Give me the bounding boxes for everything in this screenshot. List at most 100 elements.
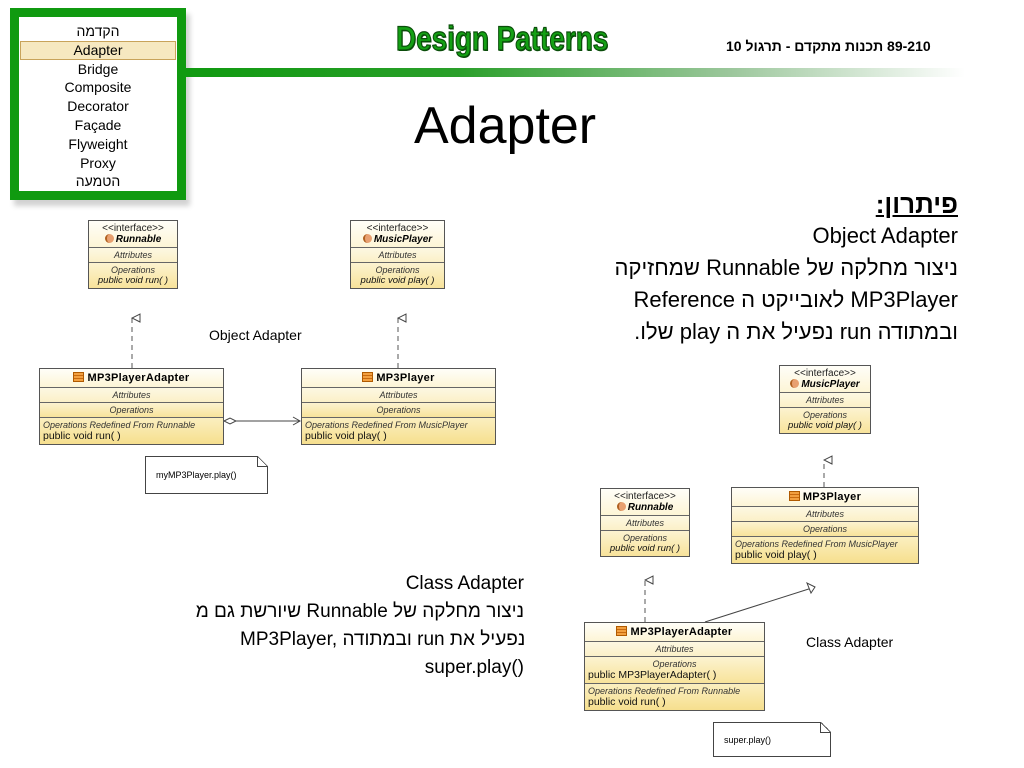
course-label: 89-210 תכנות מתקדם - תרגול 10 bbox=[726, 38, 931, 54]
operations-section: Operations bbox=[302, 402, 495, 417]
nav-item-proxy[interactable]: Proxy bbox=[80, 154, 116, 171]
stereotype-label: <<interface>> bbox=[614, 491, 676, 502]
operations-label: Operations bbox=[802, 410, 848, 420]
operations-label: Operations bbox=[110, 265, 156, 275]
uml-note-class: super.play() bbox=[713, 722, 831, 757]
attributes-section: Attributes bbox=[40, 387, 223, 402]
uml-class-mp3playeradapter: MP3PlayerAdapter Attributes Operations O… bbox=[39, 368, 224, 445]
redefined-section: Operations Redefined From Runnable publi… bbox=[585, 683, 764, 710]
operation: public void play( ) bbox=[360, 275, 435, 286]
slide-title: Adapter bbox=[414, 97, 597, 155]
constructor: public MP3PlayerAdapter( ) bbox=[588, 669, 717, 681]
stereotype-label: <<interface>> bbox=[102, 223, 164, 234]
operations-section: Operations public MP3PlayerAdapter( ) bbox=[585, 656, 764, 683]
operations-section: Operations public void run( ) bbox=[89, 262, 177, 288]
operation: public void play( ) bbox=[305, 430, 387, 442]
redefined-label: Operations Redefined From Runnable bbox=[43, 420, 196, 430]
class-adapter-line: MP3Player, ובמתודה run נפעיל את bbox=[240, 629, 526, 650]
class-icon bbox=[362, 372, 374, 382]
nav-item-composite[interactable]: Composite bbox=[64, 79, 132, 96]
solution-line: Reference לאובייקט ה MP3Player bbox=[633, 287, 958, 312]
uml-note-object: myMP3Player.play() bbox=[145, 456, 268, 494]
nav-item-intro[interactable]: הקדמה bbox=[76, 23, 120, 39]
class-icon bbox=[788, 491, 800, 501]
class-name: MP3PlayerAdapter bbox=[630, 626, 733, 638]
interface-name: MusicPlayer bbox=[373, 234, 433, 245]
nav-item-implementation[interactable]: הטמעה bbox=[75, 173, 121, 190]
class-name: MP3PlayerAdapter bbox=[87, 372, 190, 384]
uml-interface-runnable: <<interface>> Runnable Attributes Operat… bbox=[88, 220, 178, 289]
interface-icon bbox=[790, 379, 800, 388]
class-adapter-line: super.play() bbox=[424, 657, 524, 678]
redefined-section: Operations Redefined From Runnable publi… bbox=[40, 417, 223, 444]
note-text: myMP3Player.play() bbox=[156, 470, 237, 480]
operations-section: Operations public void play( ) bbox=[780, 407, 870, 433]
uml-interface-musicplayer-2: <<interface>> MusicPlayer Attributes Ope… bbox=[779, 365, 871, 434]
nav-item-adapter[interactable]: Adapter bbox=[20, 40, 176, 60]
operation: public void play( ) bbox=[735, 549, 817, 561]
nav-item-flyweight[interactable]: Flyweight bbox=[68, 135, 128, 152]
attributes-section: Attributes bbox=[601, 515, 689, 530]
class-icon bbox=[616, 626, 628, 636]
operation: public void play( ) bbox=[788, 420, 862, 431]
attributes-section: Attributes bbox=[585, 641, 764, 656]
solution-line: ובמתודה run נפעיל את ה play שלו. bbox=[634, 319, 958, 344]
operations-section: Operations bbox=[40, 402, 223, 417]
uml-interface-musicplayer: <<interface>> MusicPlayer Attributes Ope… bbox=[350, 220, 445, 289]
uml-class-mp3player: MP3Player Attributes Operations Operatio… bbox=[301, 368, 496, 445]
pattern-nav-panel: הקדמה Adapter Bridge Composite Decorator… bbox=[10, 8, 186, 200]
interface-name: Runnable bbox=[115, 234, 162, 245]
operations-section: Operations public void run( ) bbox=[601, 530, 689, 556]
class-adapter-caption: Class Adapter bbox=[806, 634, 894, 650]
operation: public void run( ) bbox=[97, 275, 169, 286]
aggregation-diamond bbox=[222, 417, 238, 425]
interface-icon bbox=[616, 502, 626, 511]
stereotype-label: <<interface>> bbox=[794, 368, 856, 379]
operations-section: Operations public void play( ) bbox=[351, 262, 444, 288]
redefined-section: Operations Redefined From MusicPlayer pu… bbox=[302, 417, 495, 444]
operation: public void run( ) bbox=[588, 696, 666, 708]
pattern-nav-list: הקדמה Adapter Bridge Composite Decorator… bbox=[19, 17, 177, 191]
operations-label: Operations bbox=[622, 533, 668, 543]
generalization-adapter-mp3 bbox=[704, 586, 816, 623]
operations-section: Operations bbox=[732, 521, 918, 536]
solution-line: ניצור מחלקה של Runnable שמחזיקה bbox=[614, 255, 958, 280]
uml-class-mp3player-2: MP3Player Attributes Operations Operatio… bbox=[731, 487, 919, 564]
interface-icon bbox=[362, 234, 372, 243]
aggregation-arrowhead bbox=[292, 416, 302, 426]
solution-text: פיתרון: Object Adapter ניצור מחלקה של Ru… bbox=[478, 188, 958, 348]
stereotype-label: <<interface>> bbox=[366, 223, 429, 234]
solution-heading: פיתרון: bbox=[875, 189, 958, 219]
attributes-section: Attributes bbox=[351, 247, 444, 262]
brand-title: Design Patterns bbox=[396, 19, 609, 58]
uml-class-mp3playeradapter-2: MP3PlayerAdapter Attributes Operations p… bbox=[584, 622, 765, 711]
operations-label: Operations bbox=[652, 659, 697, 669]
note-text: super.play() bbox=[724, 734, 772, 745]
attributes-section: Attributes bbox=[89, 247, 177, 262]
operation: public void run( ) bbox=[43, 430, 121, 442]
class-name: MP3Player bbox=[376, 372, 435, 384]
uml-interface-runnable-2: <<interface>> Runnable Attributes Operat… bbox=[600, 488, 690, 557]
attributes-section: Attributes bbox=[732, 506, 918, 521]
operations-label: Operations bbox=[375, 265, 420, 275]
nav-item-facade[interactable]: Façade bbox=[74, 116, 122, 133]
interface-icon bbox=[104, 234, 114, 243]
class-name: MP3Player bbox=[802, 491, 862, 503]
redefined-label: Operations Redefined From Runnable bbox=[588, 686, 741, 696]
solution-line: Object Adapter bbox=[812, 223, 958, 248]
nav-item-bridge[interactable]: Bridge bbox=[77, 60, 119, 77]
class-icon bbox=[73, 372, 85, 382]
operation: public void run( ) bbox=[609, 543, 681, 554]
redefined-label: Operations Redefined From MusicPlayer bbox=[735, 539, 898, 549]
interface-name: MusicPlayer bbox=[801, 379, 860, 390]
header-divider bbox=[185, 68, 965, 77]
attributes-section: Attributes bbox=[780, 392, 870, 407]
nav-item-decorator[interactable]: Decorator bbox=[67, 98, 129, 115]
object-adapter-caption: Object Adapter bbox=[209, 327, 302, 343]
class-adapter-line: ניצור מחלקה של Runnable שיורשת גם מ bbox=[195, 601, 524, 622]
interface-name: Runnable bbox=[627, 502, 674, 513]
attributes-section: Attributes bbox=[302, 387, 495, 402]
redefined-section: Operations Redefined From MusicPlayer pu… bbox=[732, 536, 918, 563]
class-adapter-text: Class Adapter ניצור מחלקה של Runnable שי… bbox=[195, 570, 526, 682]
generalization-arrowhead bbox=[806, 581, 816, 595]
